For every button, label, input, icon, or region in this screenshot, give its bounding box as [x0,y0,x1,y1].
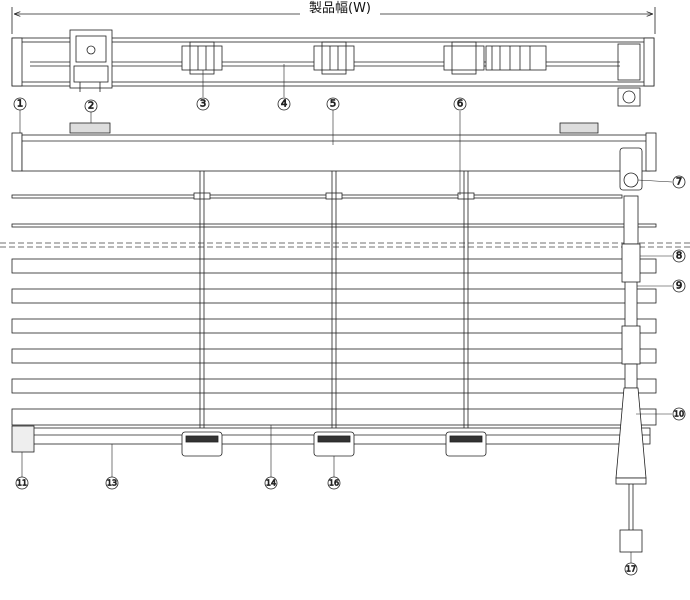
callout-8: 8 [672,249,686,263]
callout-11: 11 [15,476,29,490]
callout-14: 14 [264,476,278,490]
head-box [11,122,657,172]
callouts: 1 2 3 4 5 6 7 8 9 10 11 13 14 16 17 [13,97,686,576]
callout-leaders [19,64,673,563]
svg-text:6: 6 [457,99,463,110]
svg-text:9: 9 [676,281,682,292]
width-dimension: 製品幅(W) [11,1,656,34]
width-label: 製品幅(W) [309,1,371,16]
ladder-cords [199,171,469,432]
bottom-rail [11,425,651,457]
svg-text:4: 4 [281,99,287,110]
svg-text:11: 11 [17,479,27,488]
svg-text:8: 8 [676,251,682,262]
callout-17: 17 [624,562,638,576]
callout-7: 7 [672,175,686,189]
svg-text:17: 17 [626,565,636,574]
operating-wand [615,147,647,553]
svg-text:3: 3 [200,99,206,110]
callout-6: 6 [453,97,467,111]
callout-1: 1 [13,97,27,111]
svg-text:10: 10 [674,410,684,419]
callout-3: 3 [196,97,210,111]
callout-4: 4 [277,97,291,111]
svg-text:2: 2 [88,101,94,112]
callout-16: 16 [327,476,341,490]
callout-2: 2 [84,99,98,113]
callout-13: 13 [105,476,119,490]
callout-5: 5 [326,97,340,111]
callout-10: 10 [672,407,686,421]
svg-text:5: 5 [330,99,336,110]
svg-text:14: 14 [266,479,276,488]
svg-text:7: 7 [676,177,682,188]
callout-9: 9 [672,279,686,293]
svg-text:16: 16 [329,479,339,488]
svg-text:13: 13 [107,479,117,488]
lower-slats [11,258,657,426]
svg-text:1: 1 [17,99,23,110]
upper-slats [11,192,657,228]
headrail-top-view [11,29,655,107]
